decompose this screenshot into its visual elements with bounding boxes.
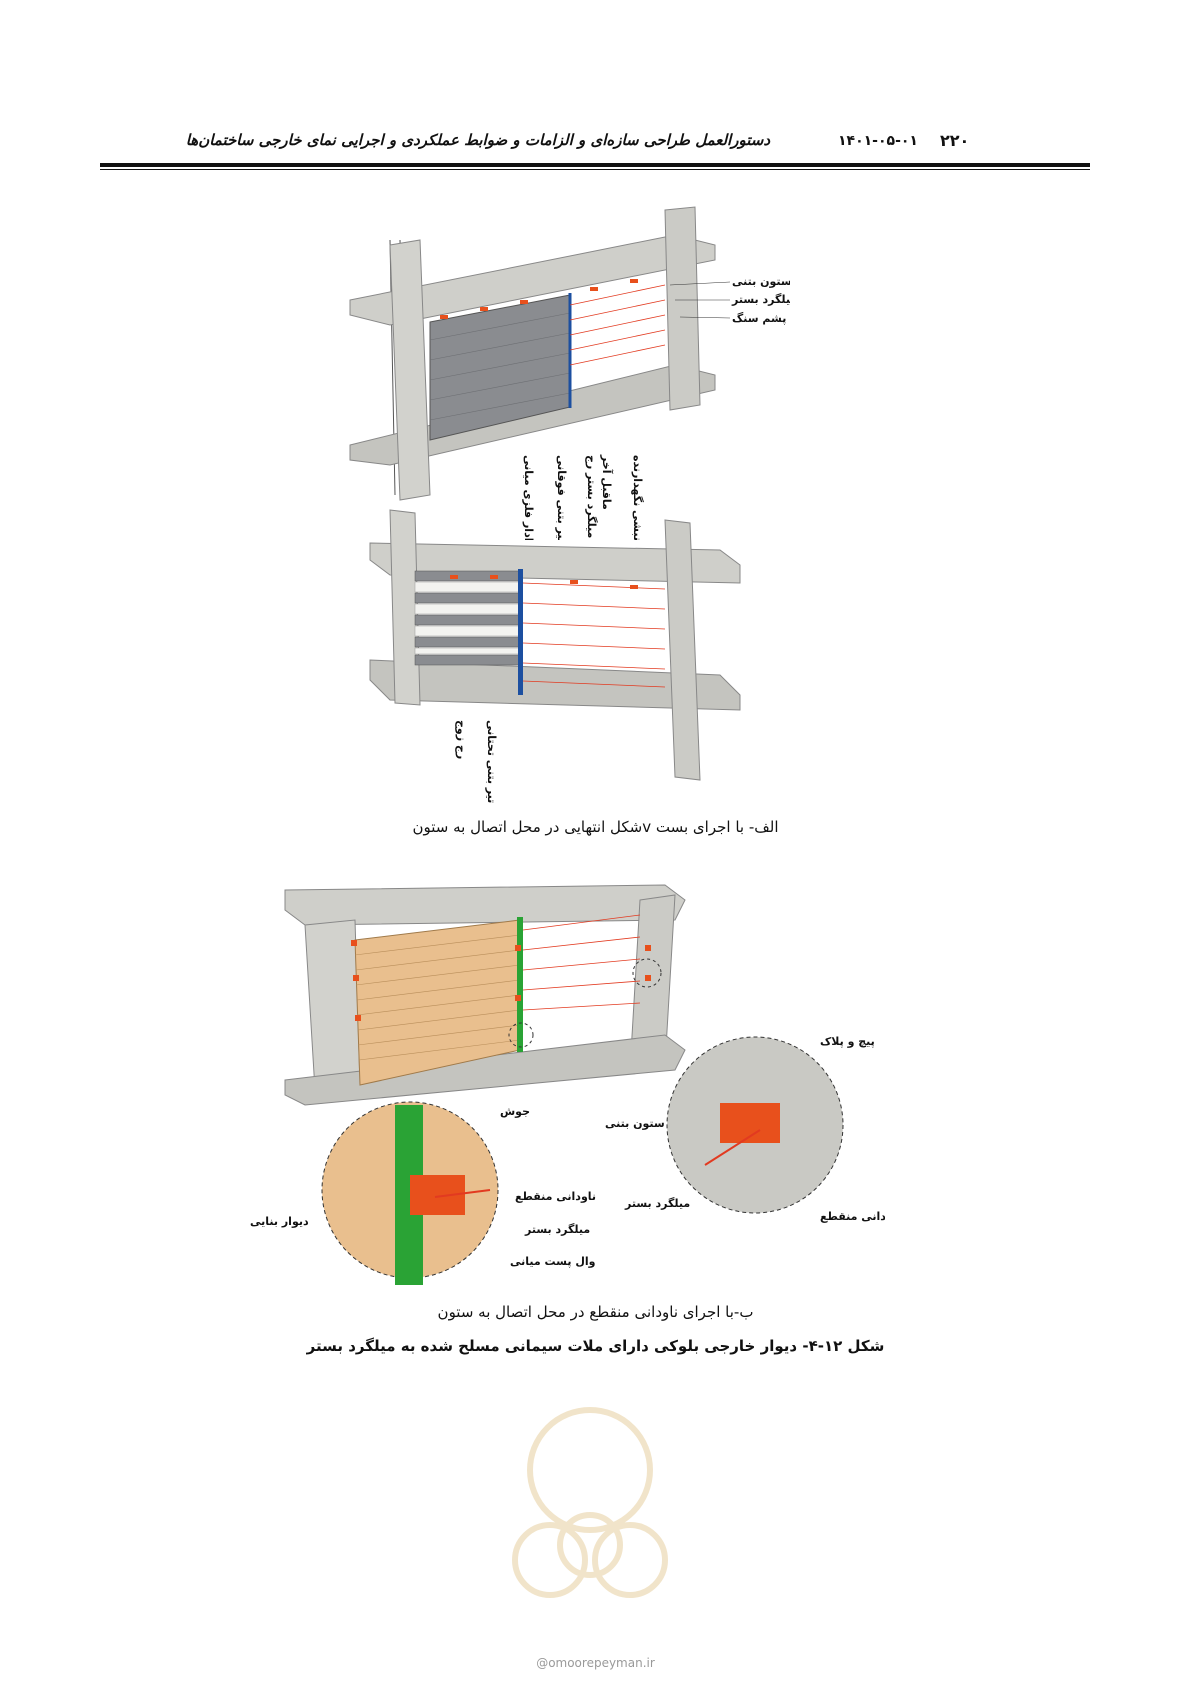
figure-b-caption: ب-با اجرای ناودانی منقطع در محل اتصال به…: [437, 1303, 754, 1321]
label-bed-rebar: میلگرد بستر: [731, 293, 790, 306]
label-b-channel-left: ناودانی منقطع: [515, 1190, 596, 1203]
label-b-bed-rebar-right: میلگرد بستر: [624, 1197, 690, 1210]
label-middle-wall-post: وال پست میانی: [510, 1255, 596, 1268]
header-rule-thin: [100, 169, 1090, 170]
label-even-course: رج زوج: [454, 720, 468, 759]
label-weld: جوش: [500, 1105, 530, 1118]
watermark-url: @omoorepeyman.ir: [536, 1656, 655, 1670]
label-retaining-angle: نبشی نگهدارنده: [631, 455, 644, 540]
label-lower-concrete-beam: تیر بتنی تحتانی: [485, 720, 498, 803]
label-b-channel-right: ناودانی منقطع: [820, 1210, 885, 1223]
watermark-seal-logo: [512, 1407, 668, 1598]
figure-b-illustration: پیچ و پلاک ستون بتنی میلگرد بستر ناودانی…: [250, 884, 885, 1285]
figure-a-bottom-illustration: رج زوج تیر بتنی تحتانی: [369, 509, 741, 803]
label-bolt-and-plate: پیچ و پلاک: [820, 1035, 875, 1048]
label-upper-concrete-beam: تیر بتنی فوقانی: [555, 455, 568, 540]
page-header: دستورالعمل طراحی سازه‌ای و الزامات و ضوا…: [100, 125, 1090, 165]
label-b-concrete-column: ستون بتنی: [605, 1117, 665, 1130]
label-penultimate: ماقبل آخر: [600, 454, 614, 510]
label-b-bed-rebar-left: میلگرد بستر: [524, 1223, 590, 1236]
figure-a-vertical-labels: وادار فلزی میانی تیر بتنی فوقانی میلگرد …: [522, 454, 644, 540]
page-number: ۲۲۰: [940, 131, 970, 150]
figure-a-top-illustration: ستون بتنی میلگرد بستر پشم سنگ: [349, 206, 790, 501]
figure-caption: شکل ۱۲-۴- دیوار خارجی بلوکی دارای ملات س…: [306, 1337, 885, 1355]
header-rule-thick: [100, 163, 1090, 167]
label-rock-wool: پشم سنگ: [732, 311, 786, 325]
label-masonry-wall: دیوار بنایی: [250, 1215, 309, 1228]
figure-a-caption: الف- با اجرای بست vشکل انتهایی در محل ات…: [412, 818, 779, 836]
document-title: دستورالعمل طراحی سازه‌ای و الزامات و ضوا…: [185, 131, 770, 149]
label-middle-steel-post: وادار فلزی میانی: [522, 455, 535, 540]
label-course-bed-rebar: میلگرد بستر رج: [584, 455, 598, 538]
document-date: ۱۴۰۱-۰۵-۰۱: [838, 133, 918, 149]
label-concrete-column: ستون بتنی: [732, 275, 790, 288]
